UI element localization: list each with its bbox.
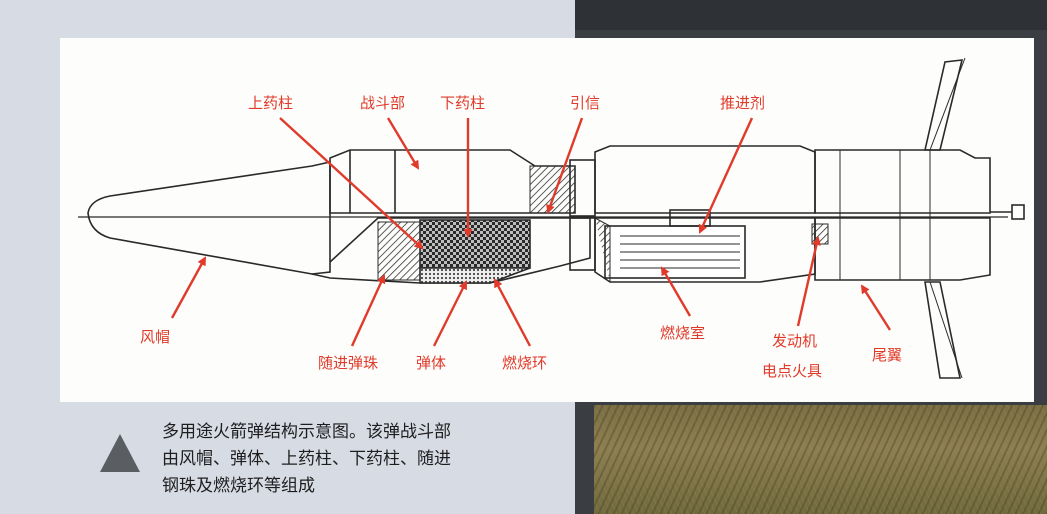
label-incendiary-ring: 燃烧环 [502, 354, 548, 372]
label-windshield: 风帽 [140, 328, 171, 346]
caption-line-3: 钢珠及燃烧环等组成 [162, 476, 315, 496]
caption-line-1: 多用途火箭弹结构示意图。该弹战斗部 [162, 422, 451, 442]
arrow-tail-fins [860, 284, 892, 331]
arrow-propellant [698, 117, 754, 234]
rocket-body [78, 57, 1025, 379]
figure-caption: 多用途火箭弹结构示意图。该弹战斗部 由风帽、弹体、上药柱、下药柱、随进 钢珠及燃… [162, 419, 562, 500]
label-lower-charge: 下药柱 [440, 94, 486, 112]
label-propellant: 推进剂 [720, 94, 766, 112]
label-upper-charge: 上药柱 [248, 94, 294, 112]
arrow-warhead [386, 117, 420, 170]
arrow-combustion-chamber [660, 266, 692, 317]
arrow-windshield [170, 256, 207, 319]
label-follow-pellets: 随进弹珠 [318, 354, 379, 372]
arrow-fuze [546, 117, 584, 214]
diagram-panel [60, 38, 1034, 402]
label-motor-igniter-line2: 电点火具 [762, 362, 823, 380]
arrow-follow-pellets [350, 274, 386, 347]
label-warhead: 战斗部 [360, 94, 406, 112]
dark-side-panel-top [575, 0, 1047, 30]
arrow-shell-body [432, 280, 468, 347]
arrow-motor-igniter [796, 236, 821, 327]
photo-gap [575, 405, 594, 514]
callout-arrows [170, 117, 892, 347]
arrow-upper-charge [279, 117, 424, 250]
label-shell-body: 弹体 [416, 354, 447, 372]
arrow-incendiary-ring [493, 278, 532, 347]
label-fuze: 引信 [570, 94, 601, 112]
label-combustion-chamber: 燃烧室 [660, 324, 706, 342]
label-motor-igniter-line1: 发动机 [772, 332, 818, 350]
grass-photo [594, 405, 1047, 514]
triangle-icon [100, 434, 140, 472]
caption-line-2: 由风帽、弹体、上药柱、下药柱、随进 [162, 449, 451, 469]
label-tail-fins: 尾翼 [872, 346, 903, 364]
